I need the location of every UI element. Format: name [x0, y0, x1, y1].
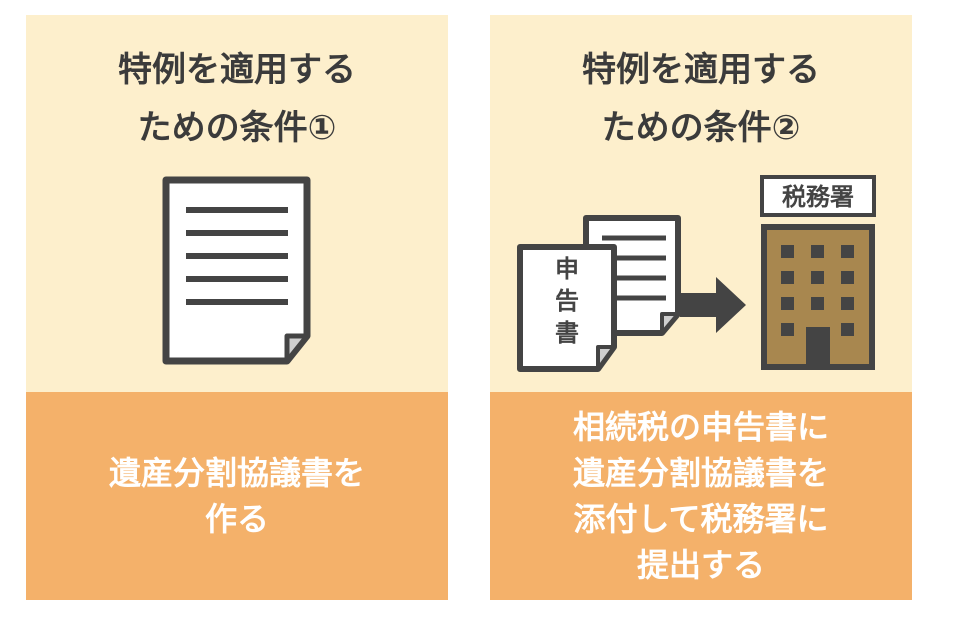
card-title-line-1: 特例を適用する: [582, 50, 820, 90]
condition-card-2: 特例を適用する ための条件② 申 告 書: [490, 15, 912, 600]
card-description-line-1: 相続税の申告書に: [572, 408, 829, 446]
description-panel: 相続税の申告書に 遺産分割協議書を 添付して税務署に 提出する: [490, 392, 912, 600]
card-description-line-2: 作る: [204, 500, 269, 538]
tax-return-form-icon: 申 告 書: [517, 244, 617, 372]
form-label-char-3: 書: [555, 319, 579, 347]
card-title-line-1: 特例を適用する: [118, 50, 356, 90]
form-label-char-1: 申: [555, 255, 579, 283]
form-label-char-2: 告: [555, 287, 579, 315]
card-description-line-2: 遺産分割協議書を: [572, 454, 829, 492]
card-title-line-2: ための条件①: [137, 108, 337, 148]
card-description-line-1: 遺産分割協議書を: [108, 454, 365, 492]
tax-office-building-icon: 税務署: [760, 175, 876, 370]
arrow-right-icon: [680, 277, 746, 333]
card-description-line-3: 添付して税務署に: [573, 500, 829, 538]
tax-office-sign: 税務署: [782, 183, 854, 211]
title-panel: 特例を適用する ための条件①: [26, 15, 448, 392]
condition-card-1: 特例を適用する ための条件① 遺産分割協議書を 作る: [26, 15, 448, 600]
card-title-line-2: ための条件②: [601, 108, 801, 148]
document-icon: [162, 176, 311, 365]
card-title: 特例を適用する ための条件①: [26, 41, 448, 157]
description-panel: 遺産分割協議書を 作る: [26, 392, 448, 600]
submit-illustration: 申 告 書 税務署: [517, 175, 876, 372]
title-panel: 特例を適用する ための条件② 申 告 書: [490, 15, 912, 392]
card-description: 遺産分割協議書を 作る: [109, 450, 365, 542]
card-title: 特例を適用する ための条件②: [490, 41, 912, 157]
card-description-line-4: 提出する: [636, 546, 765, 584]
card-description: 相続税の申告書に 遺産分割協議書を 添付して税務署に 提出する: [573, 404, 829, 588]
